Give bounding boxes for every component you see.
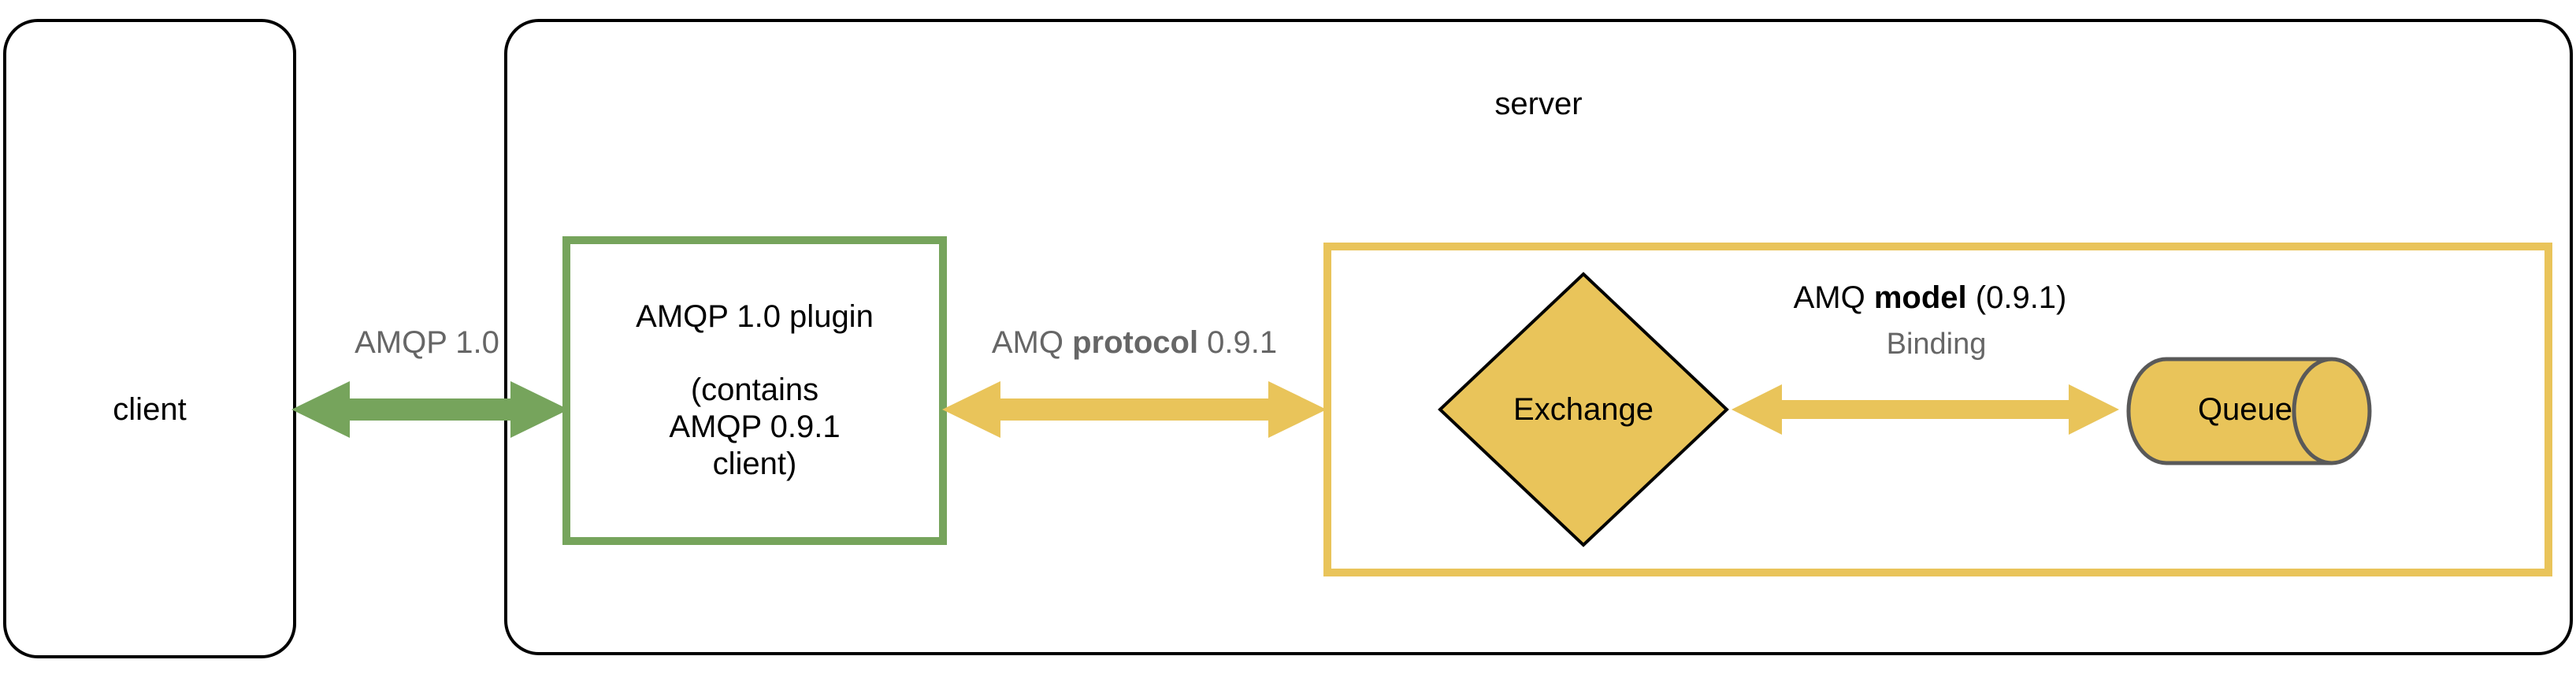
amq-protocol-connection-label: AMQ protocol 0.9.1 — [939, 327, 1330, 358]
plugin-note-line-3: client) — [712, 447, 797, 482]
amq-protocol-label-prefix: AMQ — [991, 325, 1073, 360]
binding-connection-label: Binding — [1886, 328, 1987, 361]
plugin-note-line-2: AMQP 0.9.1 — [669, 410, 841, 444]
amqp-1-0-connection-label: AMQP 1.0 — [354, 325, 499, 360]
server-label: server — [1494, 87, 1583, 121]
exchange-label: Exchange — [1513, 392, 1654, 427]
client-boundary-box — [3, 19, 296, 658]
queue-label: Queue — [2197, 392, 2293, 427]
amq-protocol-label-suffix: 0.9.1 — [1198, 325, 1278, 360]
amq-model-label-bold: model — [1873, 280, 1967, 315]
plugin-title: AMQP 1.0 plugin — [636, 298, 874, 334]
amq-model-label-suffix: (0.9.1) — [1966, 280, 2067, 315]
client-label: client — [113, 392, 187, 427]
amq-model-label: AMQ model (0.9.1) — [1528, 282, 2332, 313]
amq-model-label-prefix: AMQ — [1793, 280, 1874, 315]
plugin-note-line-1: (contains — [690, 372, 819, 407]
amqp-1-0-plugin-box: AMQP 1.0 plugin (contains AMQP 0.9.1 cli… — [562, 236, 947, 545]
amq-protocol-label-bold: protocol — [1072, 325, 1199, 360]
